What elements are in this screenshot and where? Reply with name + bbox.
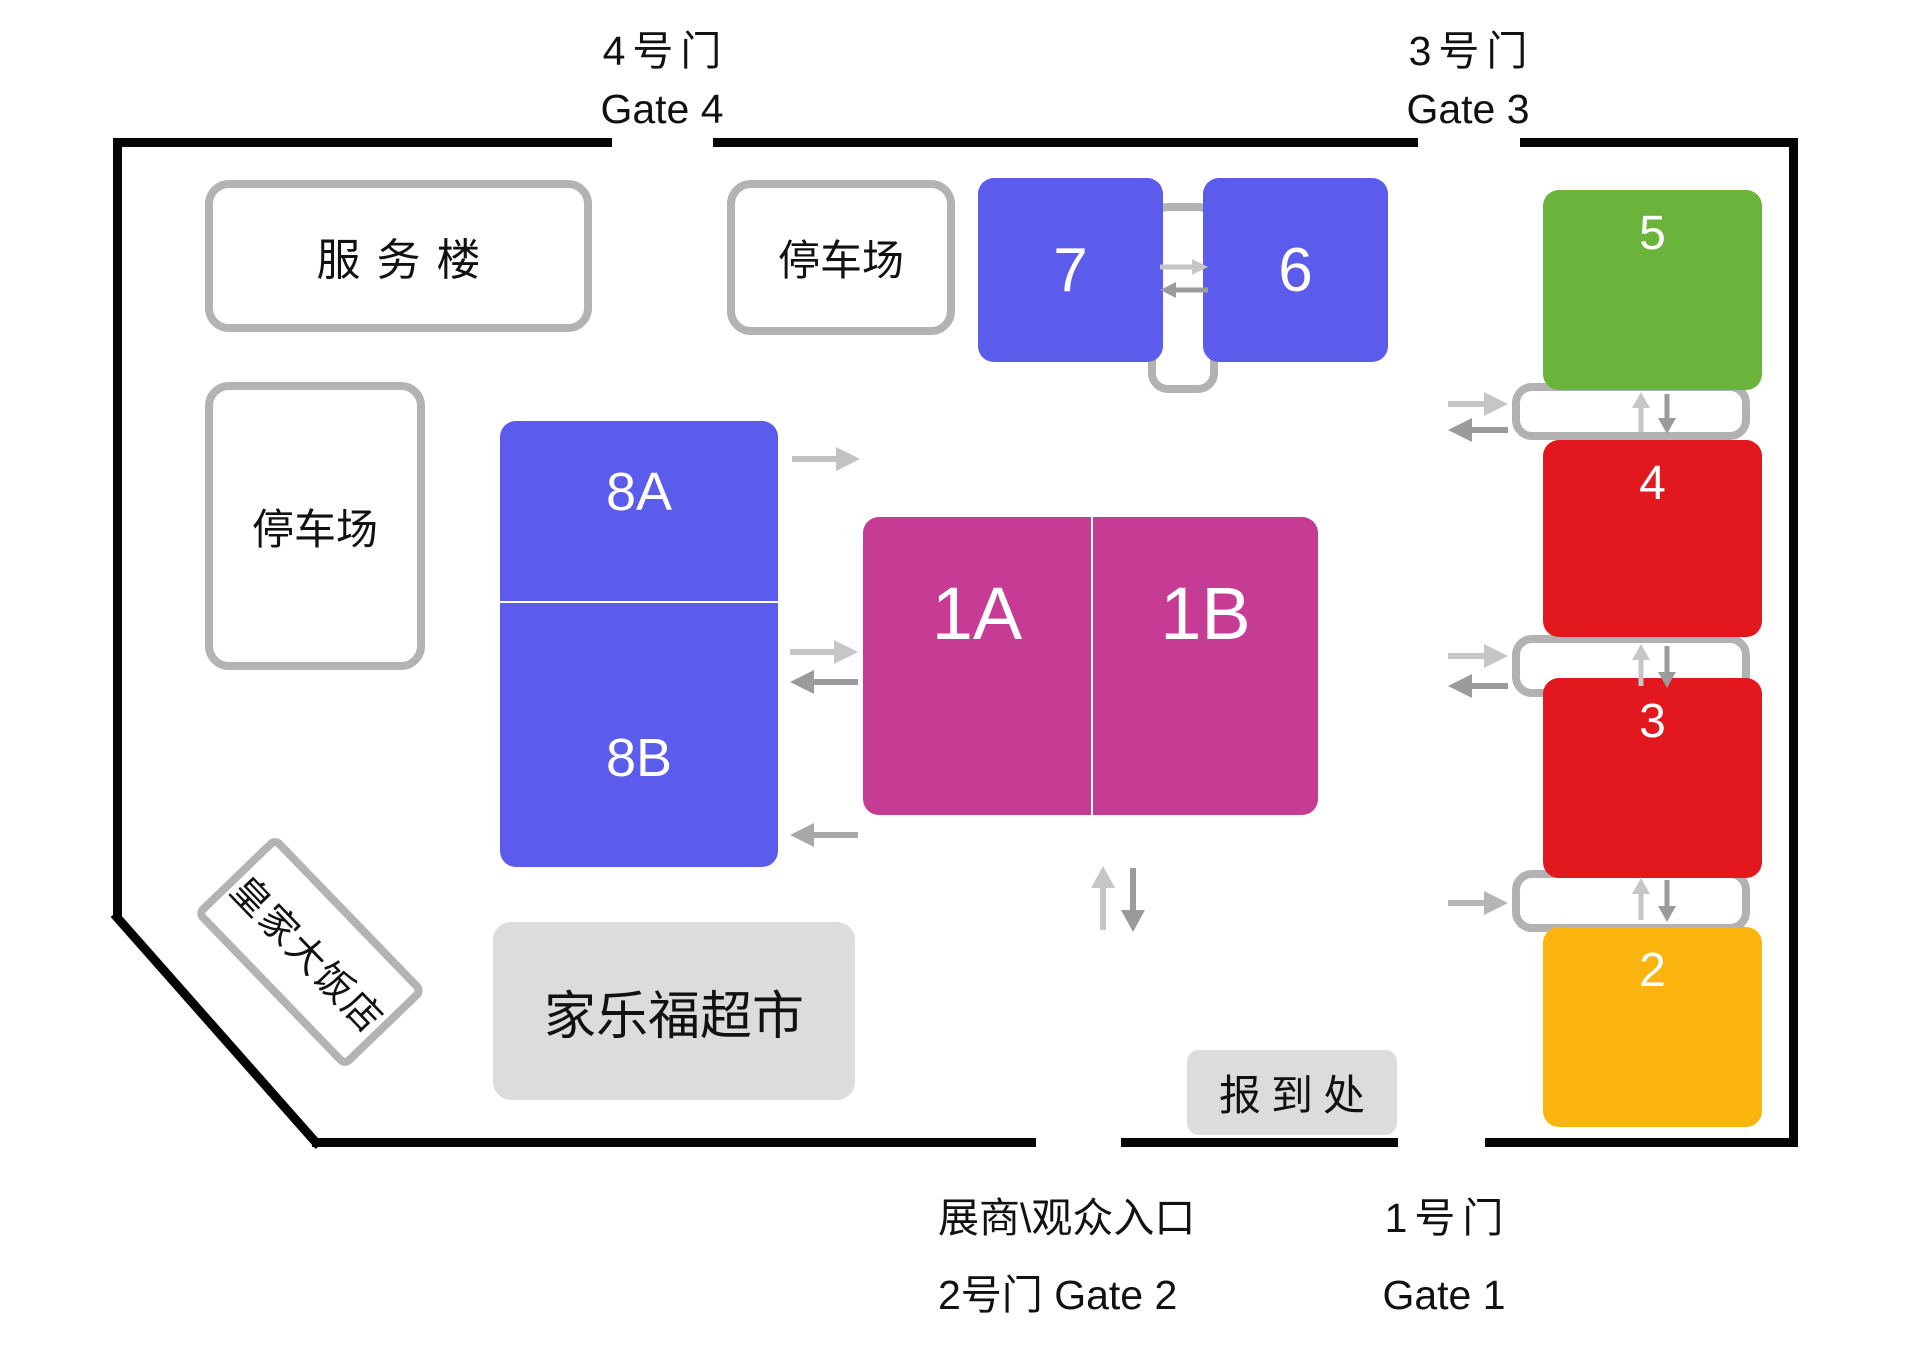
hall-1: 1A 1B <box>863 517 1318 815</box>
parking-lot-left: 停车场 <box>205 382 425 670</box>
vertical-two-way-arrow-icon-below-1 <box>1091 866 1145 932</box>
registration-desk: 报到处 <box>1187 1050 1397 1135</box>
gate-4-label-en: Gate 4 <box>600 86 724 133</box>
hall-6: 6 <box>1203 178 1388 362</box>
hall-3: 3 <box>1543 678 1762 878</box>
hall-8a: 8A <box>500 421 778 603</box>
right-arrow-icon-conn-3-2 <box>1448 891 1508 915</box>
royal-hotel: 皇家大饭店 <box>193 833 427 1071</box>
connector-hall3-hall2 <box>1512 870 1750 932</box>
gate-4-label: 4号门 Gate 4 <box>512 22 812 138</box>
hall-8b-label: 8B <box>605 728 673 788</box>
hall-1b: 1B <box>1093 517 1318 815</box>
left-arrow-icon-8b <box>790 823 858 847</box>
parking-lot-left-label: 停车场 <box>251 505 378 553</box>
hall-6-label: 6 <box>1278 235 1313 305</box>
gate-1-label-en: Gate 1 <box>1382 1272 1506 1319</box>
gate-1-label-zh: 1号门 <box>1384 1195 1511 1241</box>
hall-5-label: 5 <box>1639 207 1666 260</box>
gate-1-label: 1号门 Gate 1 <box>1294 1180 1594 1334</box>
gate-3-label-zh: 3号门 <box>1408 28 1535 74</box>
hall-3-label: 3 <box>1639 695 1666 748</box>
carrefour-supermarket: 家乐福超市 <box>493 922 855 1100</box>
hall-5: 5 <box>1543 190 1762 390</box>
service-building: 服务楼 <box>205 180 592 332</box>
parking-lot-top: 停车场 <box>727 180 955 335</box>
parking-lot-top-label: 停车场 <box>777 237 904 284</box>
hall-2: 2 <box>1543 927 1762 1127</box>
hall-8: 8A 8B <box>500 421 778 867</box>
gate-3-label-en: Gate 3 <box>1406 86 1530 133</box>
gate-2-entrance-label: 展商\观众入口 2号门 Gate 2 <box>938 1180 1378 1334</box>
connector-hall5-hall4 <box>1512 383 1750 440</box>
hall-2-label: 2 <box>1639 944 1666 997</box>
hall-7-label: 7 <box>1053 235 1088 305</box>
two-way-arrow-icon-conn-5-4 <box>1448 392 1508 442</box>
hall-8a-label: 8A <box>605 462 673 522</box>
service-building-label: 服务楼 <box>316 236 497 285</box>
gate-4-label-zh: 4号门 <box>602 28 729 74</box>
carrefour-supermarket-label: 家乐福超市 <box>543 987 804 1046</box>
hall-8b: 8B <box>500 603 778 867</box>
two-way-arrow-icon-8-1 <box>790 640 858 694</box>
hall-1a: 1A <box>863 517 1093 815</box>
hall-4-label: 4 <box>1639 457 1666 510</box>
gate-3-label: 3号门 Gate 3 <box>1318 22 1618 138</box>
royal-hotel-label: 皇家大饭店 <box>222 868 392 1042</box>
two-way-arrow-icon-conn-4-3 <box>1448 644 1508 698</box>
hall-1a-label: 1A <box>931 572 1023 655</box>
registration-desk-label: 报到处 <box>1218 1072 1375 1119</box>
right-arrow-icon-8a <box>792 447 860 471</box>
hall-7: 7 <box>978 178 1163 362</box>
hall-4: 4 <box>1543 440 1762 637</box>
hall-1b-label: 1B <box>1160 572 1251 655</box>
gate-2-entrance-line2: 2号门 Gate 2 <box>938 1272 1178 1319</box>
gate-2-entrance-line1: 展商\观众入口 <box>938 1195 1196 1241</box>
